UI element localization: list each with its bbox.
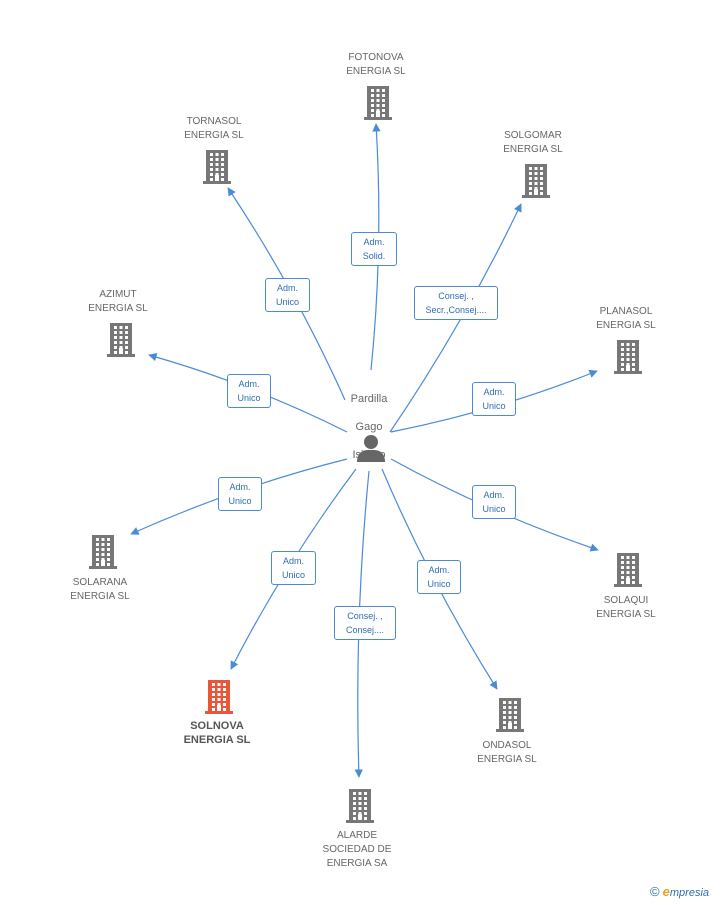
edge-label-solarana[interactable]: Adm. Unico	[218, 477, 262, 511]
brand-rest: mpresia	[669, 887, 710, 899]
edge-label-line: Adm.	[363, 237, 385, 247]
edge-label-line: Adm.	[238, 379, 260, 389]
edge-label-line: Adm.	[282, 556, 304, 566]
building-icon[interactable]	[496, 698, 524, 732]
edge-label-azimut[interactable]: Adm. Unico	[227, 374, 271, 408]
person-name-line-1: Pardilla	[350, 393, 388, 405]
edge-label-line: Unico	[482, 504, 506, 514]
brand-initial: e	[662, 884, 670, 899]
edge-label-solaqui[interactable]: Adm. Unico	[472, 485, 516, 519]
building-icon[interactable]	[203, 150, 231, 184]
edge-label-planasol[interactable]: Adm. Unico	[472, 382, 516, 416]
edge-label-line: Adm.	[483, 387, 505, 397]
company-label-solgomar[interactable]: SOLGOMAR ENERGIA SL	[503, 130, 563, 155]
edge-label-solnova[interactable]: Adm. Unico	[271, 551, 316, 585]
person-name-line-3: Isidoro	[352, 449, 386, 461]
company-label-solaqui[interactable]: SOLAQUI ENERGIA SL	[596, 595, 656, 620]
building-icon[interactable]	[364, 86, 392, 120]
edge-solgomar	[389, 203, 522, 433]
edge-label-ondasol[interactable]: Adm. Unico	[417, 560, 461, 594]
person-name-line-2: Gago	[355, 421, 383, 433]
footer-brand[interactable]: © empresia	[650, 884, 728, 904]
edge-label-line: Unico	[228, 496, 252, 506]
building-icon[interactable]	[107, 323, 135, 357]
building-icon[interactable]	[89, 535, 117, 569]
edge-label-line: Consej. ,	[438, 291, 474, 301]
building-icon[interactable]	[614, 553, 642, 587]
edge-label-line: Unico	[237, 393, 261, 403]
company-label-fotonova[interactable]: FOTONOVA ENERGIA SL	[346, 52, 406, 77]
building-icon[interactable]	[614, 340, 642, 374]
company-label-planasol[interactable]: PLANASOL ENERGIA SL	[596, 306, 656, 331]
company-label-solnova[interactable]: SOLNOVA ENERGIA SL	[183, 720, 251, 746]
edge-label-line: Adm.	[428, 565, 450, 575]
edge-label-alarde[interactable]: Consej. , Consej....	[334, 606, 396, 640]
person-icon[interactable]	[357, 435, 385, 462]
edge-label-line: Consej. ,	[347, 611, 383, 621]
edge-label-line: Unico	[482, 401, 506, 411]
company-label-ondasol[interactable]: ONDASOL ENERGIA SL	[477, 740, 537, 765]
edge-label-solgomar[interactable]: Consej. , Secr.,Consej....	[414, 286, 498, 320]
company-label-tornasol[interactable]: TORNASOL ENERGIA SL	[184, 116, 244, 141]
copyright-icon: ©	[650, 884, 660, 899]
edge-label-line: Secr.,Consej....	[425, 305, 487, 315]
edge-label-fotonova[interactable]: Adm. Solid.	[351, 232, 397, 266]
person-name-label[interactable]: Pardilla Gago Isidoro	[314, 378, 424, 476]
edge-label-line: Unico	[275, 297, 299, 307]
edge-label-line: Consej....	[345, 625, 385, 635]
company-label-alarde[interactable]: ALARDE SOCIEDAD DE ENERGIA SA	[322, 830, 392, 869]
edge-label-tornasol[interactable]: Adm. Unico	[265, 278, 310, 312]
building-icon[interactable]	[346, 789, 374, 823]
company-label-solarana[interactable]: SOLARANA ENERGIA SL	[70, 577, 130, 602]
building-icon[interactable]	[205, 680, 233, 714]
company-label-azimut[interactable]: AZIMUT ENERGIA SL	[88, 289, 148, 314]
edge-label-line: Adm.	[483, 490, 505, 500]
edge-label-line: Adm.	[276, 283, 298, 293]
edge-label-line: Unico	[281, 570, 305, 580]
edge-label-line: Solid.	[362, 251, 386, 261]
edge-label-line: Unico	[427, 579, 451, 589]
edge-label-line: Adm.	[229, 482, 251, 492]
building-icon[interactable]	[522, 164, 550, 198]
icons-layer	[89, 86, 642, 823]
